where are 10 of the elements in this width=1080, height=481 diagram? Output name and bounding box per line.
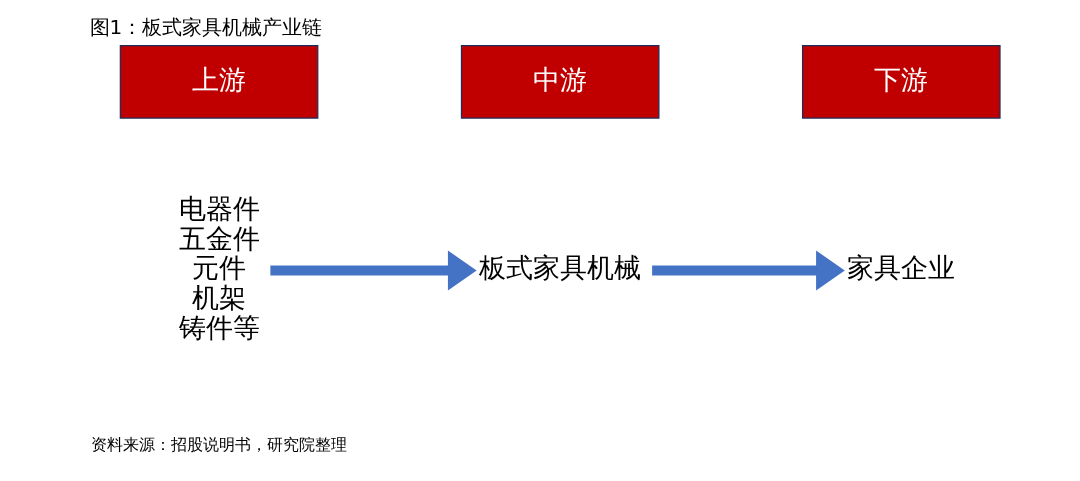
arrow: [651, 250, 845, 291]
node-box: 下游: [801, 44, 1001, 119]
node-box: 上游: [119, 44, 318, 119]
node-text: 电器件 五金件 元件 机架 铸件等: [178, 191, 260, 344]
node-box: 中游: [460, 44, 659, 119]
node-text: 家具企业: [846, 251, 955, 284]
diagram-title: 图1：板式家具机械产业链: [89, 15, 322, 40]
node-text: 板式家具机械: [478, 251, 641, 284]
arrow: [269, 250, 477, 291]
caption: 资料来源：招股说明书，研究院整理: [90, 434, 347, 454]
